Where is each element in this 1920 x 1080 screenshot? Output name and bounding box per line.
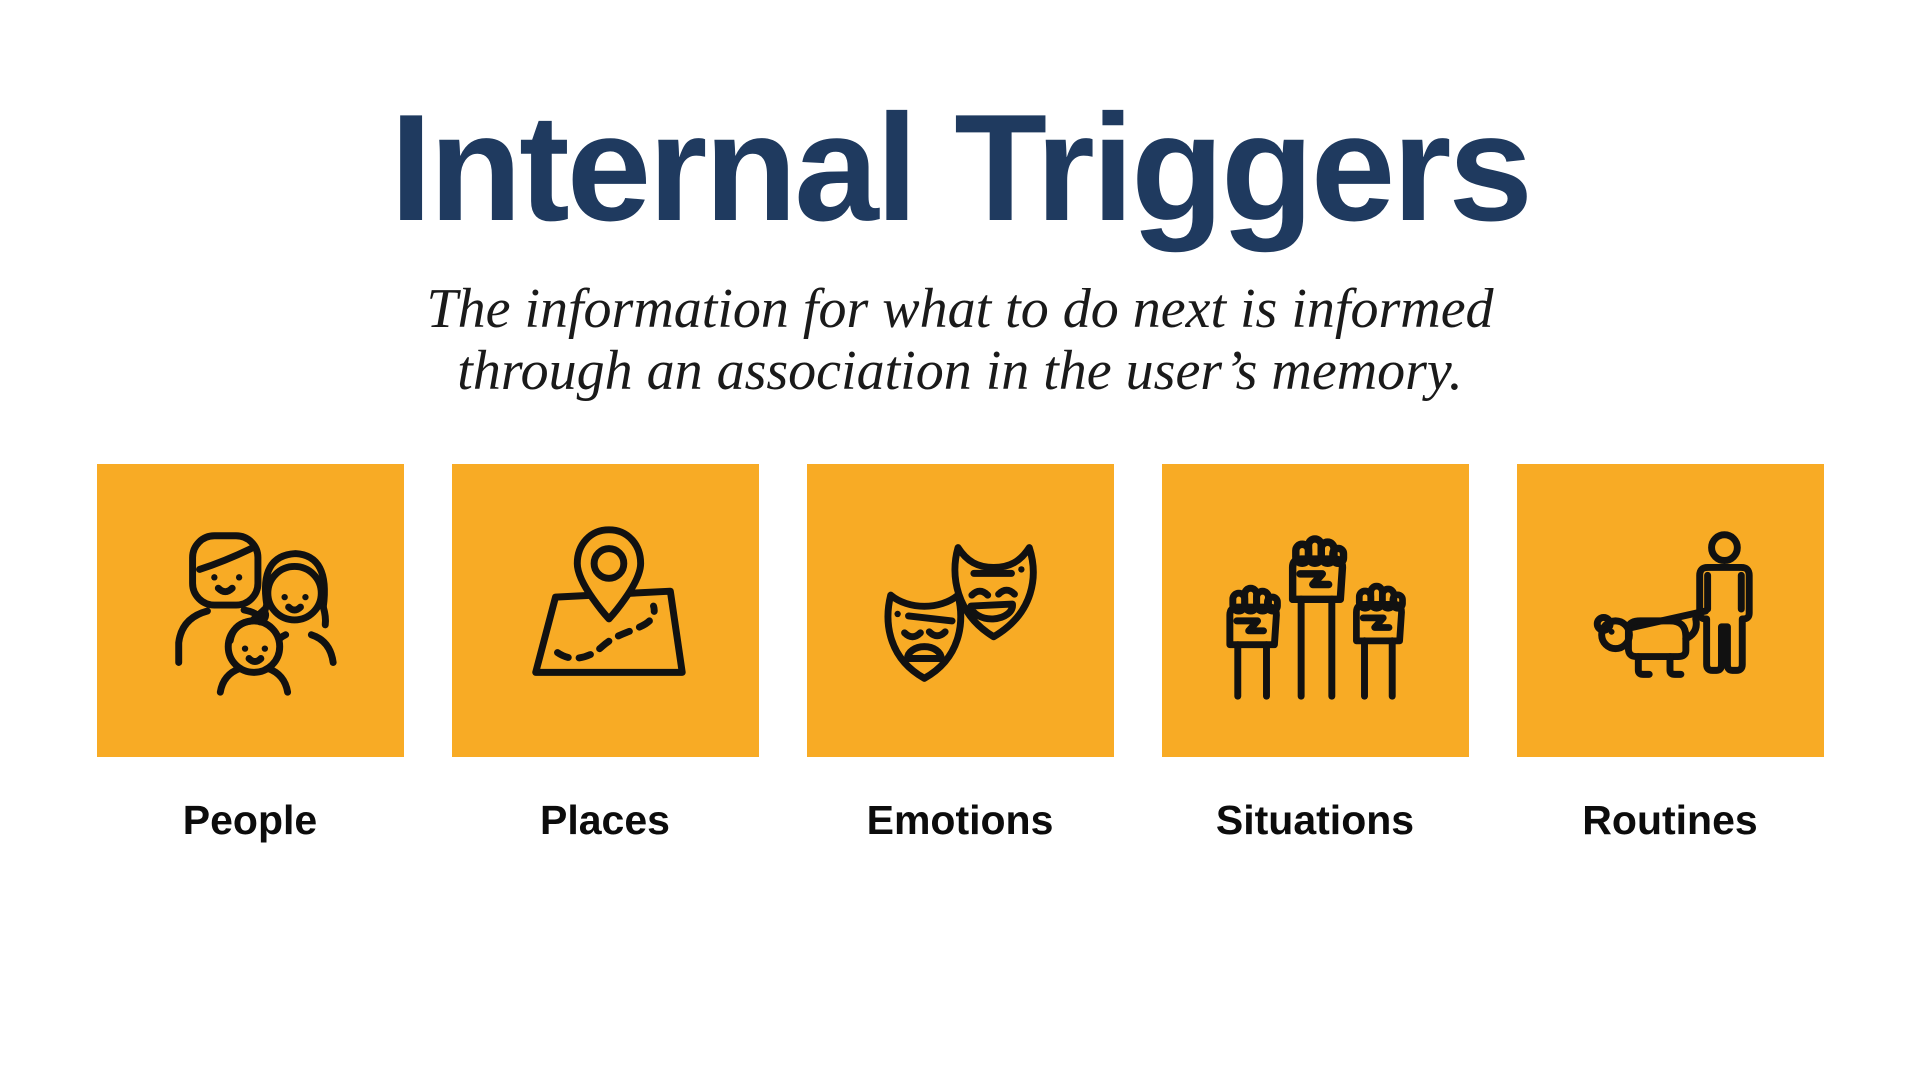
trigger-cards-row: People Places	[0, 464, 1920, 844]
card-emotions: Emotions	[806, 464, 1114, 844]
card-situations-label: Situations	[1215, 797, 1415, 844]
person-walking-dog-icon	[1593, 531, 1753, 678]
card-places: Places	[451, 464, 759, 844]
subtitle-line-2: through an association in the user’s mem…	[457, 340, 1463, 403]
family-icon	[175, 532, 337, 696]
card-places-label: Places	[540, 797, 670, 844]
card-routines-label: Routines	[1582, 797, 1758, 844]
page-title: Internal Triggers	[390, 83, 1533, 253]
map-route-pin-icon	[532, 526, 686, 676]
card-situations: Situations	[1161, 464, 1469, 844]
card-places-square	[451, 464, 759, 758]
raised-fists-icon	[1216, 512, 1414, 700]
card-people-label: People	[182, 797, 318, 844]
card-routines: Routines	[1516, 464, 1824, 844]
card-emotions-square	[806, 464, 1114, 758]
card-routines-square	[1516, 464, 1824, 758]
theater-masks-icon	[884, 543, 1037, 682]
card-people-square	[96, 464, 404, 758]
card-people: People	[96, 464, 404, 844]
subtitle-line-1: The information for what to do next is i…	[426, 278, 1494, 340]
subtitle: The information for what to do next is i…	[0, 278, 1920, 402]
card-situations-square	[1161, 464, 1469, 758]
card-emotions-label: Emotions	[866, 797, 1054, 844]
